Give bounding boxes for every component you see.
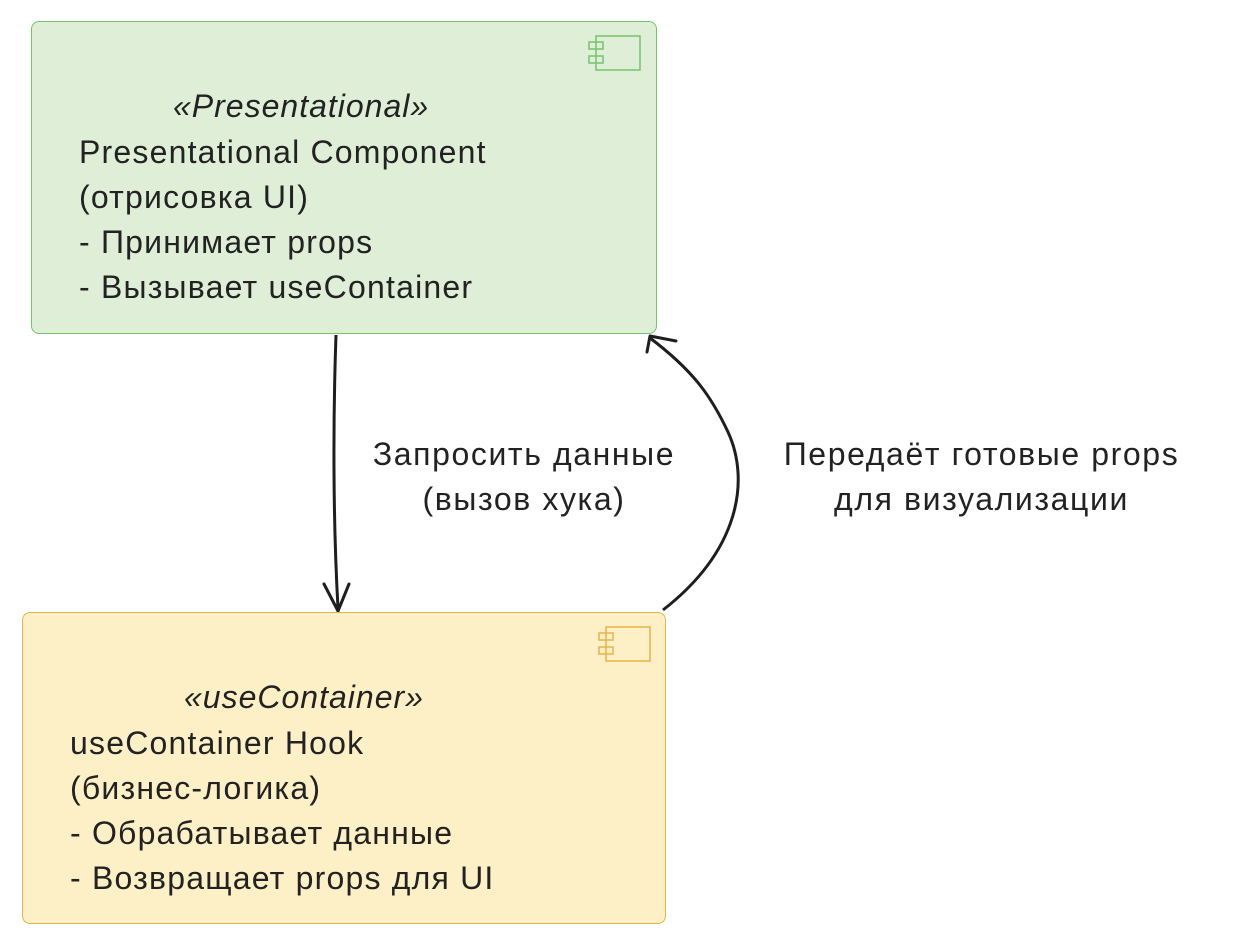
- edge-label-line: Запросить данные: [372, 436, 676, 472]
- component-subtitle: (бизнес-логика): [70, 770, 322, 806]
- component-title: useContainer Hook: [70, 725, 365, 761]
- return-arrow: [649, 336, 740, 612]
- component-icon: [598, 626, 651, 662]
- request-edge-label: Запросить данные (вызов хука): [334, 432, 714, 522]
- component-duty: - Принимает props: [79, 224, 374, 260]
- request-arrow: [332, 334, 340, 609]
- component-description: Presentational Component (отрисовка UI) …: [79, 130, 487, 310]
- component-description: useContainer Hook (бизнес-логика) - Обра…: [70, 721, 495, 901]
- component-icon: [588, 35, 641, 71]
- request-arrowhead: [322, 582, 351, 613]
- usecontainer-component-box[interactable]: «useContainer» useContainer Hook (бизнес…: [22, 612, 666, 924]
- presentational-component-box[interactable]: «Presentational» Presentational Componen…: [31, 21, 657, 334]
- stereotype-label: «Presentational»: [173, 88, 430, 124]
- edge-label-line: для визуализации: [834, 481, 1129, 517]
- component-duty: - Вызывает useContainer: [79, 269, 474, 305]
- return-edge-label: Передаёт готовые props для визуализации: [734, 432, 1229, 522]
- stereotype-label: «useContainer»: [184, 679, 424, 715]
- component-subtitle: (отрисовка UI): [79, 179, 310, 215]
- component-duty: - Обрабатывает данные: [70, 815, 454, 851]
- return-arrowhead: [645, 334, 678, 354]
- component-title: Presentational Component: [79, 134, 487, 170]
- edge-label-line: (вызов хука): [422, 481, 626, 517]
- edge-label-line: Передаёт готовые props: [783, 436, 1180, 472]
- component-duty: - Возвращает props для UI: [70, 860, 495, 896]
